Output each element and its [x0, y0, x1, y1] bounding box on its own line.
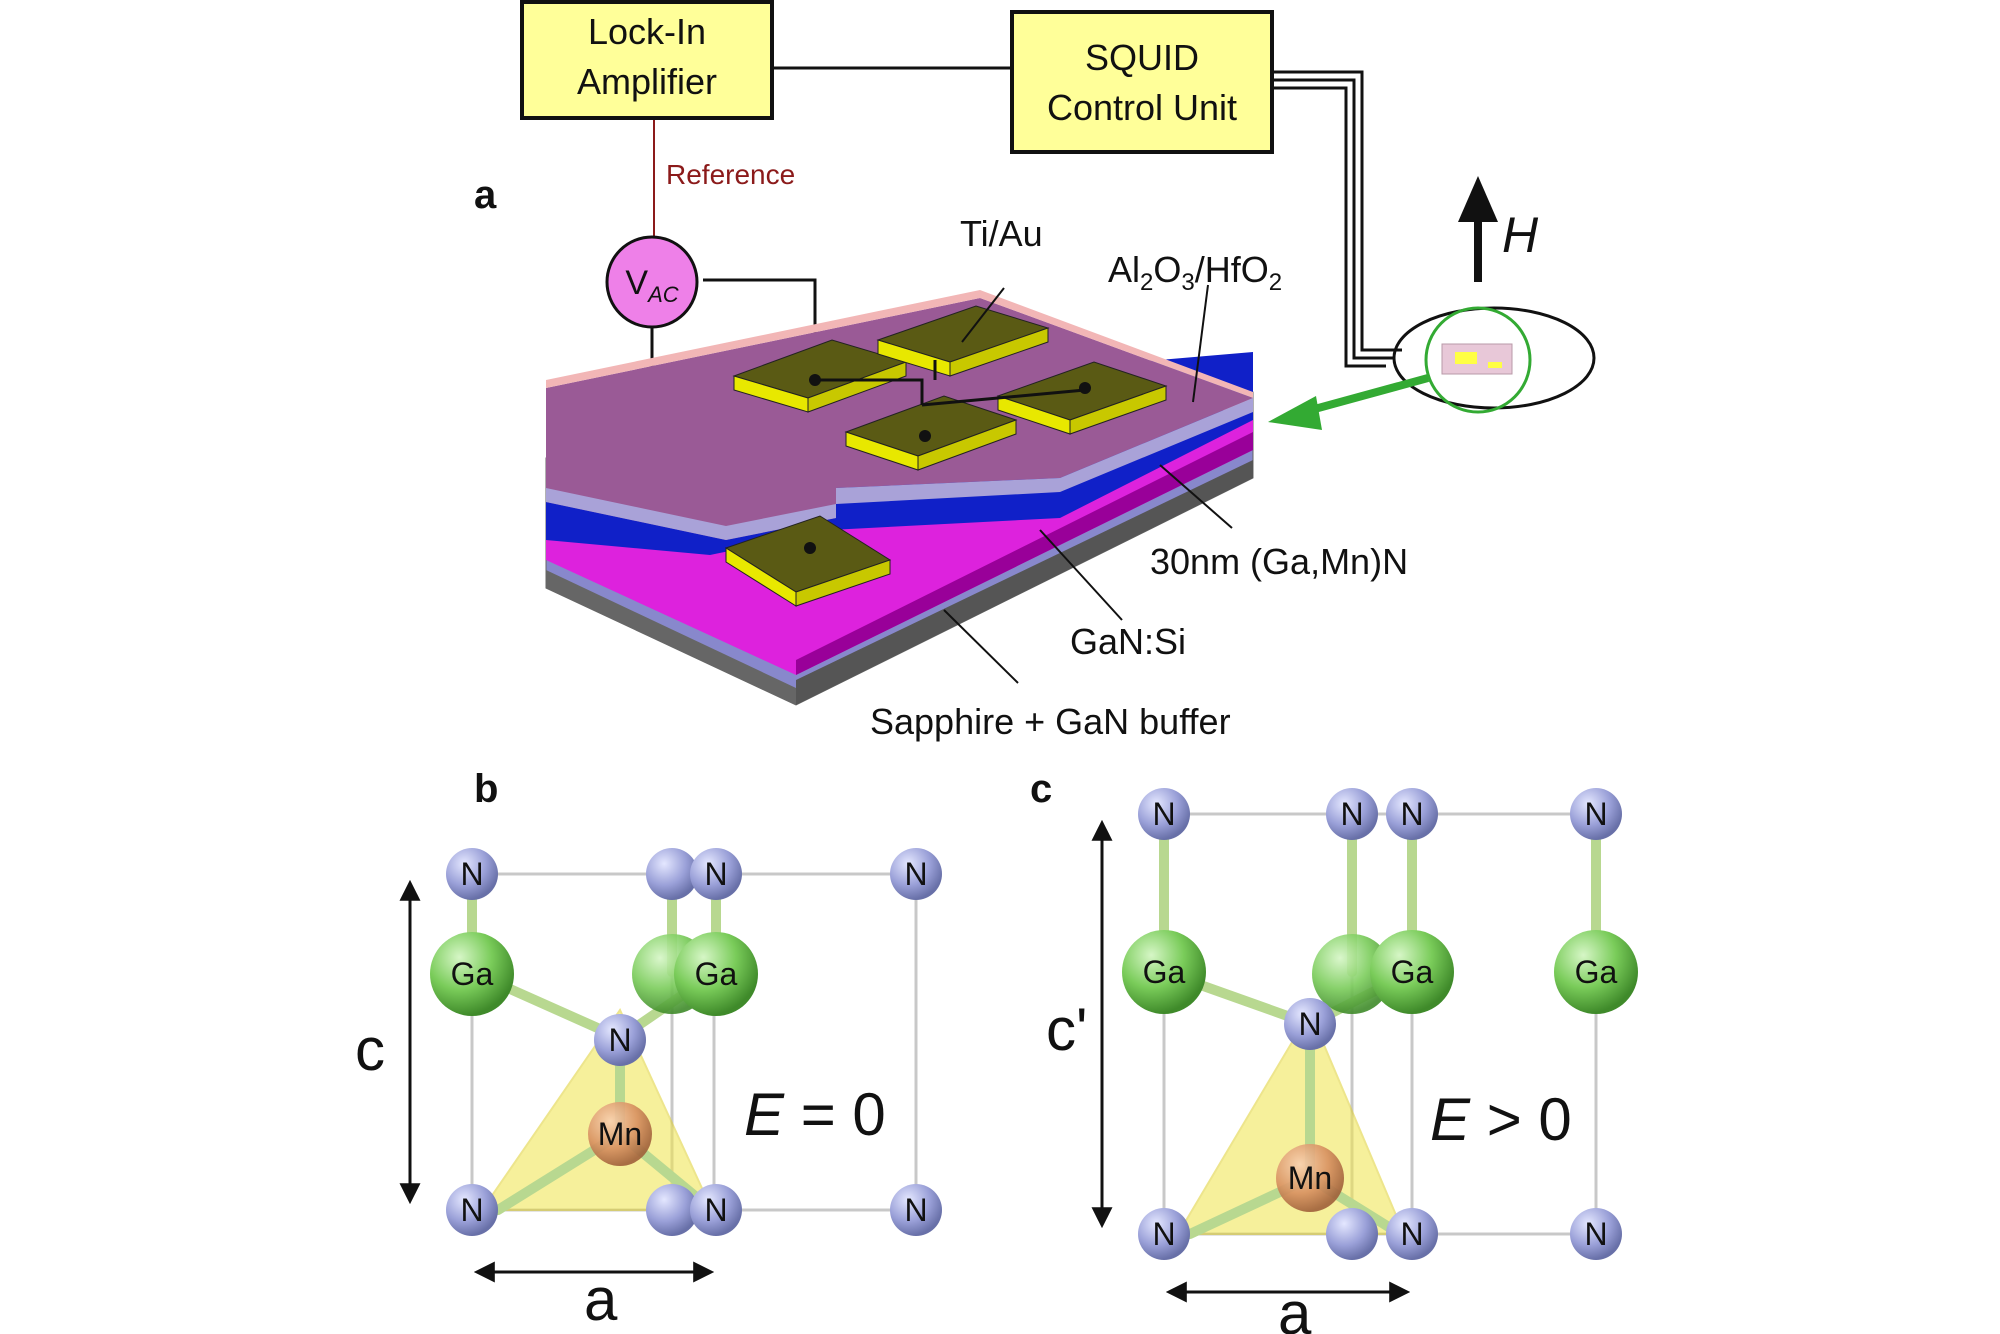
vac-source: VAC — [605, 235, 699, 329]
field-state-c: E > 0 — [1430, 1086, 1572, 1153]
svg-text:N: N — [608, 1022, 631, 1058]
vac-sub: AC — [646, 282, 679, 307]
svg-text:Ga: Ga — [451, 956, 494, 992]
device-stack — [545, 290, 1254, 706]
lock-in-line-1: Lock-In — [588, 11, 706, 52]
svg-text:N: N — [1152, 796, 1175, 832]
lattice-a-label-c: a — [1278, 1280, 1312, 1334]
label-gansi-layer: GaN:Si — [1070, 621, 1186, 662]
lattice-a-label-b: a — [584, 1266, 618, 1333]
lattice-arrows-c — [1091, 819, 1411, 1303]
svg-text:N: N — [1400, 796, 1423, 832]
svg-text:Mn: Mn — [1288, 1160, 1332, 1196]
svg-text:N: N — [904, 1192, 927, 1228]
svg-text:Ga: Ga — [1143, 954, 1186, 990]
atom-labels-c: N N N N Ga Ga Ga N Mn N N N — [1143, 796, 1618, 1252]
field-symbol: H — [1502, 207, 1539, 263]
lattice-arrows-b — [399, 879, 715, 1283]
label-oxide: Al2O3/HfO2 — [1108, 249, 1282, 296]
leader-lines — [943, 284, 1233, 684]
lattice-c-label-b: c — [355, 1016, 385, 1083]
squid-control-unit: SQUID Control Unit — [1010, 10, 1274, 154]
svg-text:Mn: Mn — [598, 1116, 642, 1152]
panel-label-b: b — [474, 767, 498, 811]
panel-label-a: a — [474, 173, 497, 217]
svg-text:VAC: VAC — [625, 264, 678, 307]
squid-line-2: Control Unit — [1047, 87, 1237, 128]
lock-in-line-2: Amplifier — [577, 61, 717, 102]
atom-labels-b: N N N Ga Ga N Mn N N N — [451, 856, 928, 1228]
svg-text:N: N — [1340, 796, 1363, 832]
unit-cell-c — [1122, 788, 1638, 1260]
label-gamn-layer: 30nm (Ga,Mn)N — [1150, 541, 1408, 582]
squid-line-1: SQUID — [1085, 37, 1199, 78]
magnetic-field-arrow: H — [1458, 176, 1539, 282]
reference-label: Reference — [666, 159, 795, 190]
svg-text:Ga: Ga — [1575, 954, 1618, 990]
svg-text:N: N — [460, 856, 483, 892]
field-state-b: E = 0 — [744, 1081, 886, 1148]
svg-text:N: N — [1584, 796, 1607, 832]
svg-text:N: N — [704, 856, 727, 892]
svg-text:Ga: Ga — [1391, 954, 1434, 990]
svg-text:N: N — [704, 1192, 727, 1228]
svg-text:Ga: Ga — [695, 956, 738, 992]
svg-text:N: N — [460, 1192, 483, 1228]
vac-main: V — [625, 264, 648, 302]
svg-text:N: N — [904, 856, 927, 892]
probe-dots — [804, 374, 1091, 554]
svg-text:N: N — [1298, 1006, 1321, 1042]
lock-in-amplifier: Lock-In Amplifier — [520, 0, 774, 120]
unit-cell-b — [430, 848, 942, 1236]
svg-text:N: N — [1152, 1216, 1175, 1252]
label-contacts: Ti/Au — [960, 213, 1043, 254]
squid-pickup-loop — [1392, 306, 1596, 414]
panel-label-c: c — [1030, 767, 1052, 811]
svg-text:N: N — [1584, 1216, 1607, 1252]
svg-text:N: N — [1400, 1216, 1423, 1252]
zoom-arrow — [1268, 374, 1430, 430]
label-substrate: Sapphire + GaN buffer — [870, 701, 1231, 742]
lattice-c-prime-label: c' — [1046, 996, 1087, 1063]
